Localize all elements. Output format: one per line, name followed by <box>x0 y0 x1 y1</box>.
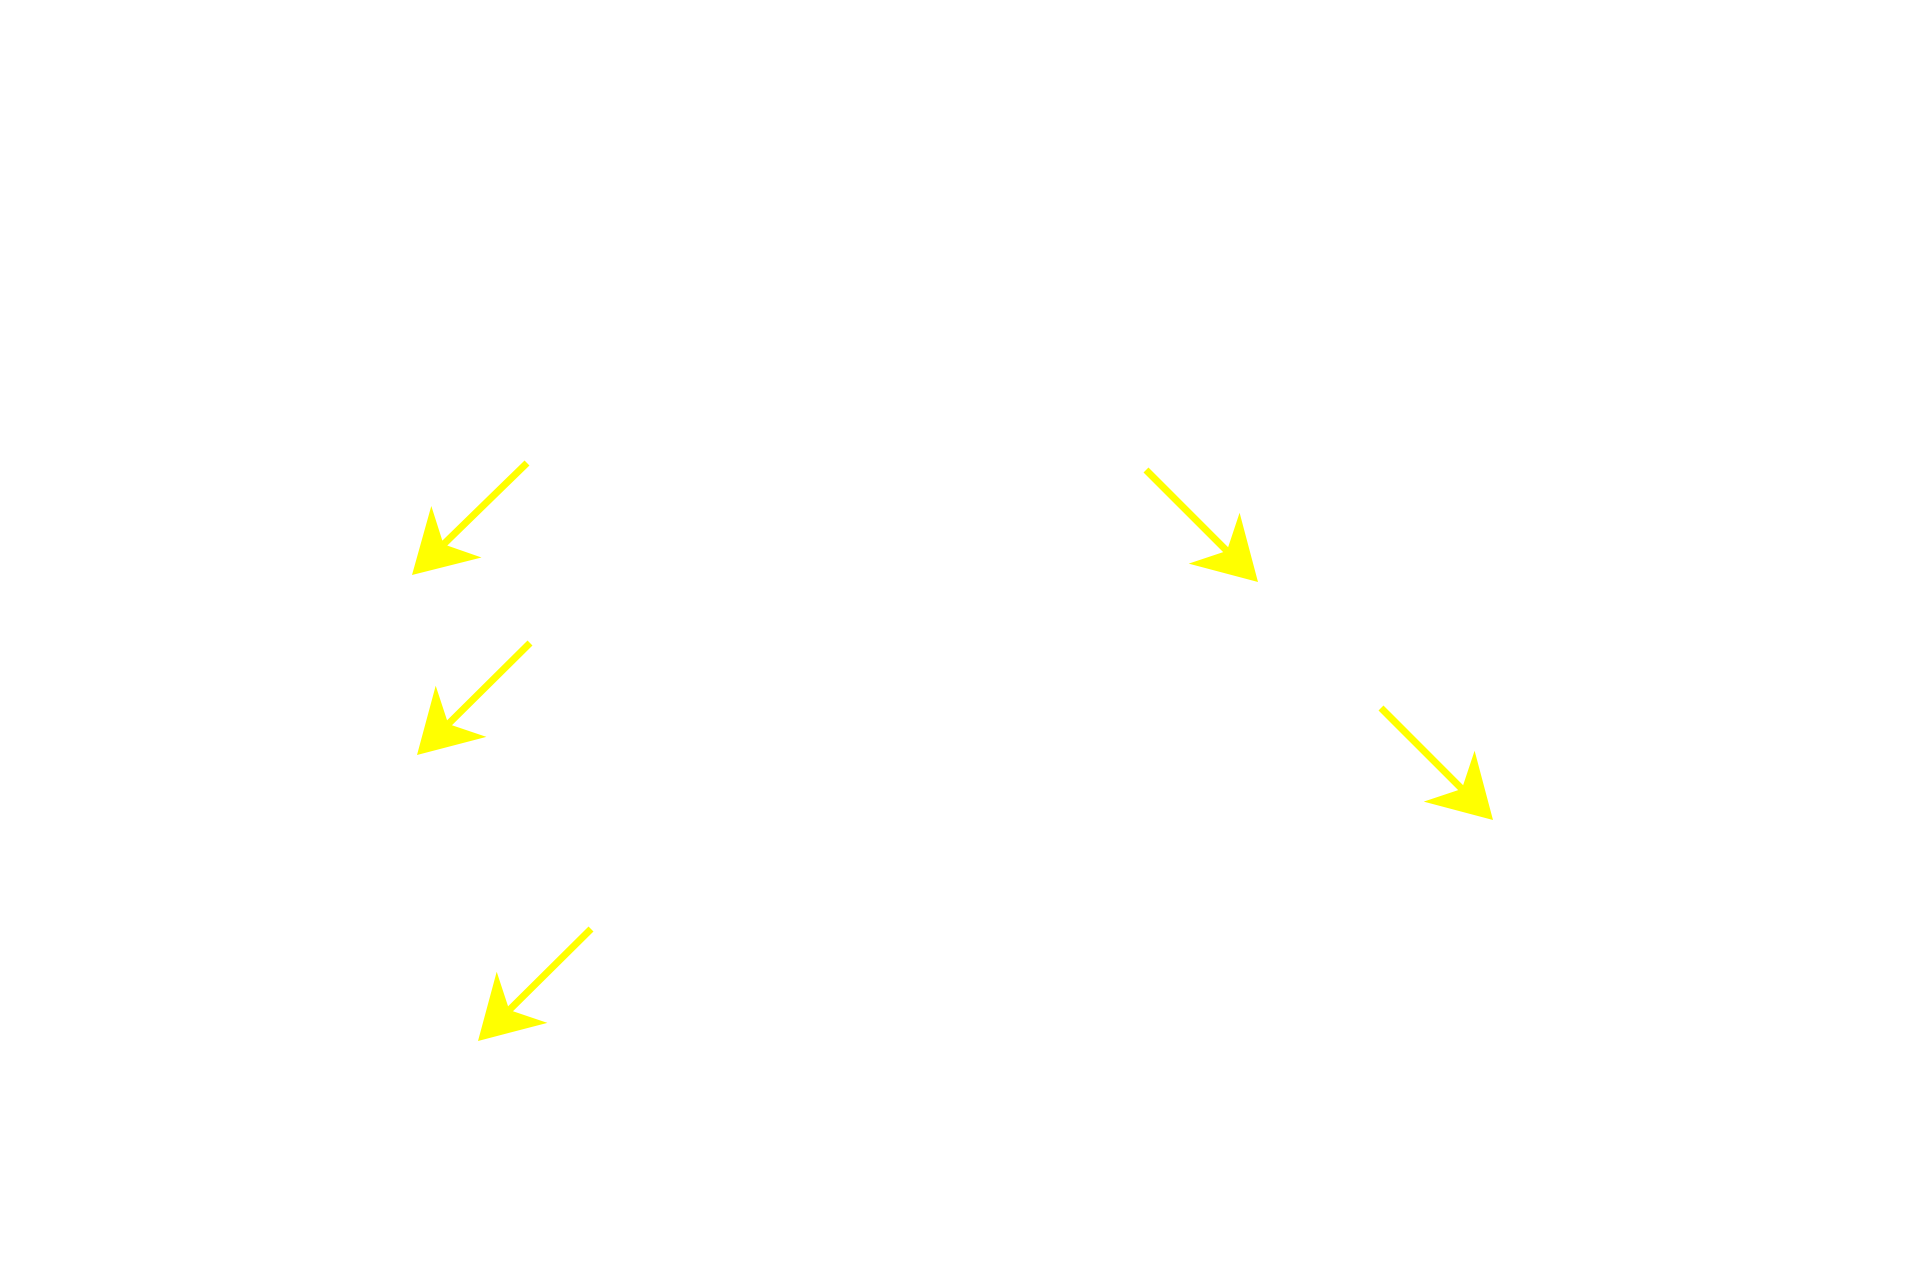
arrow-down-left-2 <box>417 640 533 755</box>
arrow-down-right-icon <box>1423 750 1493 820</box>
arrow-down-right-2-shaft <box>1378 705 1466 793</box>
arrow-down-right-1-shaft <box>1143 467 1231 555</box>
arrow-down-left-3-shaft <box>505 926 594 1014</box>
arrow-down-left-icon <box>478 971 548 1041</box>
arrow-down-right-icon <box>1188 512 1258 582</box>
arrows-layer <box>412 460 1493 1041</box>
arrow-down-left-1 <box>412 460 530 575</box>
arrow-down-left-2-shaft <box>444 640 533 728</box>
arrow-down-right-2 <box>1378 705 1493 820</box>
arrow-down-left-icon <box>412 506 482 575</box>
arrow-down-left-3 <box>478 926 594 1041</box>
arrow-down-right-1 <box>1143 467 1258 582</box>
arrow-down-left-icon <box>417 685 487 755</box>
arrow-down-left-1-shaft <box>439 460 530 549</box>
